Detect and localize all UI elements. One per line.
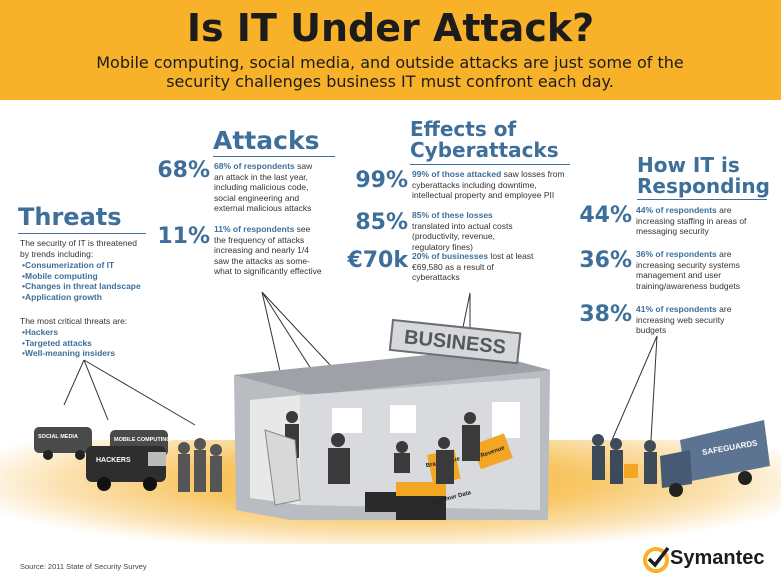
critical-threats-list: Hackers Targeted attacks Well-meaning in…: [22, 327, 162, 359]
critical-threats-intro: The most critical threats are:: [20, 316, 128, 326]
responding-stat-1-text: 44% of respondents are increasing staffi…: [636, 205, 747, 236]
business-building: [234, 350, 550, 520]
door-panel: [264, 429, 301, 506]
responding-stat-2-pct: 36%: [579, 248, 632, 273]
business-sign: BUSINESS: [388, 318, 522, 365]
brand-name: Symantec: [670, 547, 765, 569]
threats-rule: [18, 233, 146, 234]
threats-title: Threats: [18, 203, 122, 231]
threat-trend-item: Application growth: [22, 292, 162, 303]
critical-threat-item: Hackers: [22, 327, 162, 338]
responding-stat-3-text: 41% of respondents are increasing web se…: [636, 304, 732, 335]
responding-title-line-2: Responding: [637, 174, 770, 198]
effects-stat-2-pct: 85%: [355, 210, 408, 235]
effects-title-line-2: Cyberattacks: [410, 138, 559, 162]
page-subtitle: Mobile computing, social media, and outs…: [96, 53, 684, 91]
attacks-stat-1-text: 68% of respondents saw an attack in the …: [214, 161, 313, 213]
threats-intro: The security of IT is threatened by tren…: [20, 238, 138, 259]
effects-stat-1-pct: 99%: [355, 168, 408, 193]
svg-text:HACKERS: HACKERS: [96, 457, 131, 464]
attacks-stat-1-pct: 68%: [157, 158, 210, 183]
effects-stat-2-text: 85% of these losses translated into actu…: [412, 210, 513, 252]
svg-text:MOBILE COMPUTING: MOBILE COMPUTING: [114, 437, 171, 443]
effects-stat-3-pct: €70k: [347, 248, 408, 273]
header-banner: [0, 0, 781, 100]
critical-threat-item: Targeted attacks: [22, 338, 162, 349]
effects-stat-3-text: 20% of businesses lost at least €69,580 …: [412, 251, 534, 282]
checkmark-circle-icon: [643, 547, 669, 573]
safeguards-truck: SAFEGUARDS: [660, 420, 770, 497]
attacks-title: Attacks: [213, 126, 320, 155]
attacks-stat-2-text: 11% of respondents see the frequency of …: [214, 224, 322, 276]
effects-title: Effects of Cyberattacks: [410, 119, 559, 161]
critical-threat-item: Well-meaning insiders: [22, 348, 162, 359]
attacks-rule: [213, 156, 335, 157]
symantec-logo: [643, 546, 670, 573]
checkmark-icon: [647, 546, 670, 568]
effects-title-line-1: Effects of: [410, 117, 517, 141]
attacks-stat-2-pct: 11%: [157, 224, 210, 249]
responding-rule: [637, 199, 767, 200]
responding-stat-2-text: 36% of respondents are increasing securi…: [636, 249, 740, 291]
effects-rule: [410, 164, 570, 165]
hand-cart-box: [624, 464, 638, 478]
responding-title: How IT is Responding: [637, 155, 770, 197]
page-title: Is IT Under Attack?: [186, 6, 595, 50]
svg-text:SOCIAL MEDIA: SOCIAL MEDIA: [38, 434, 78, 440]
threat-trend-item: Mobile computing: [22, 271, 162, 282]
responding-title-line-1: How IT is: [637, 153, 740, 177]
van-hackers: HACKERS: [86, 446, 166, 491]
threat-trend-item: Consumerization of IT: [22, 260, 162, 271]
responder-figures: [592, 434, 657, 484]
van-social-media: SOCIAL MEDIA: [34, 427, 92, 460]
effects-stat-1-text: 99% of those attacked saw losses from cy…: [412, 169, 565, 200]
responding-stat-1-pct: 44%: [579, 203, 632, 228]
source-note: Source: 2011 State of Security Survey: [20, 562, 147, 571]
threat-trend-item: Changes in threat landscape: [22, 281, 162, 292]
threats-trends-list: Consumerization of IT Mobile computing C…: [22, 260, 162, 302]
attacker-crowd: [178, 438, 222, 492]
responding-stat-3-pct: 38%: [579, 302, 632, 327]
